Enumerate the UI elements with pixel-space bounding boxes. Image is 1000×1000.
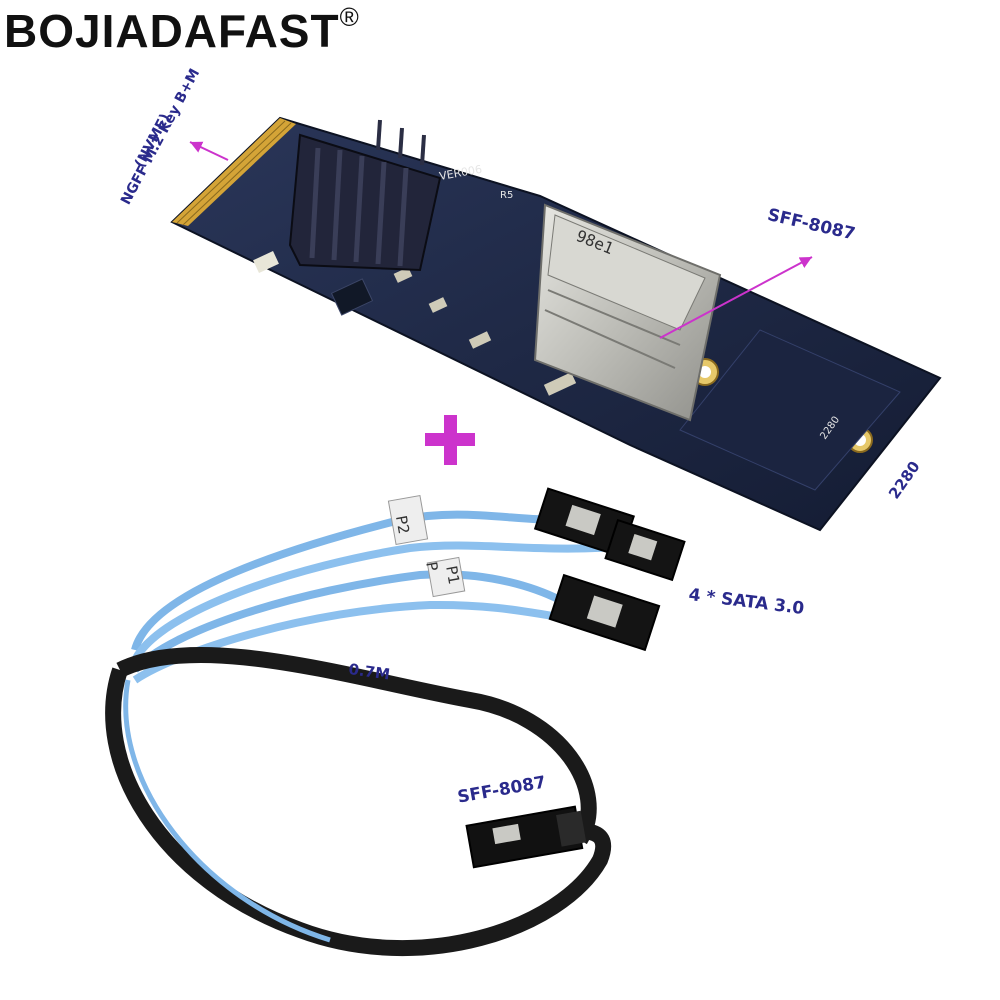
cable-tag-p2: P2: [392, 514, 413, 535]
sata-plug-1: [533, 487, 635, 558]
sata-plug-3: [548, 573, 661, 652]
brand-name: BOJIADAFAST: [4, 5, 340, 57]
plus-icon: [425, 415, 475, 465]
m2-adapter-board: 98e1 VER006 R5 2280: [170, 116, 942, 532]
brand-logo-text: BOJIADAFAST®: [4, 2, 360, 58]
cable-tag-p: P: [422, 560, 441, 572]
ngff-pointer-arrow: [189, 141, 229, 161]
registered-mark: ®: [339, 2, 360, 32]
gold-fingers: [172, 118, 296, 226]
sff-8087-socket: 98e1: [533, 203, 722, 422]
cable-tag-p1: P1: [442, 564, 463, 585]
sff-to-sata-cable: [105, 510, 641, 957]
board-chip-text: R5: [500, 190, 513, 201]
sff-8087-cable-plug: [465, 805, 587, 869]
chip: [330, 278, 374, 316]
sata-plug-2: [604, 518, 686, 582]
sff-pointer-arrow: [659, 256, 813, 339]
sata-connectors: [533, 487, 686, 652]
cable-tags: P2 P1 P: [387, 494, 466, 598]
smd-component: [253, 251, 279, 273]
heatsink: [288, 119, 442, 272]
